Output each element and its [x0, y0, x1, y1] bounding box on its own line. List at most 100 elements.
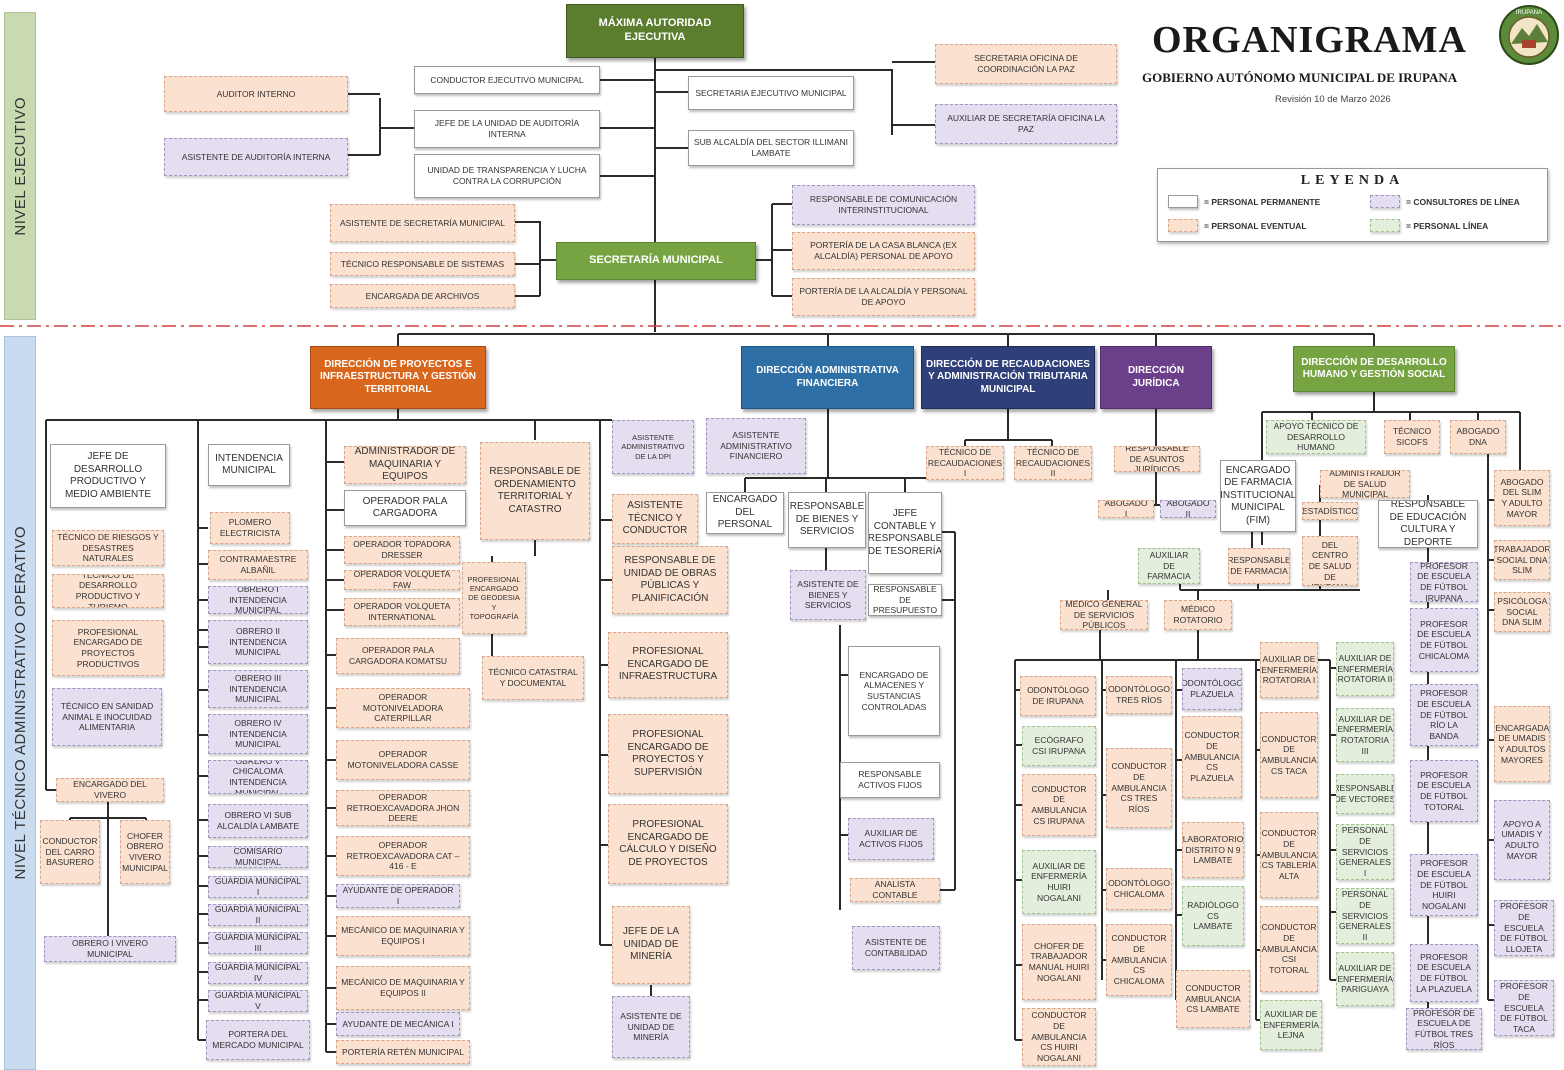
- node-guardia-2: GUARDIA MUNICIPAL II: [208, 904, 308, 926]
- node-tecnico-recaudaciones-1: TÉCNICO DE RECAUDACIONES I: [926, 446, 1004, 480]
- level-label-executive: NIVEL EJECUTIVO: [11, 96, 29, 236]
- node-conductor-amb-huiri: CONDUCTOR DE AMBULANCIA CS HUIRI NOGALAN…: [1022, 1008, 1096, 1066]
- node-op-moto-case: OPERADOR MOTONIVELADORA CASSE: [336, 740, 470, 780]
- node-op-volqueta-int: OPERADOR VOLQUETA INTERNATIONAL: [344, 598, 460, 626]
- node-aux-enf-rot-3: AUXILIAR DE ENFERMERÍA ROTATORIA III: [1336, 708, 1394, 762]
- node-prof-futbol-plazuela: PROFESOR DE ESCUELA DE FÚTBOL LA PLAZUEL…: [1410, 944, 1478, 1002]
- node-maxima-autoridad: MÁXIMA AUTORIDAD EJECUTIVA: [566, 4, 744, 58]
- node-medico-rotatorio: MÉDICO ROTATORIO: [1164, 600, 1232, 630]
- node-odontologo-tres-rios: ODONTÓLOGO TRES RÍOS: [1106, 676, 1172, 714]
- node-prof-futbol-chicaloma: PROFESOR DE ESCUELA DE FÚTBOL CHICALOMA: [1410, 608, 1478, 672]
- legend: LEYENDA = PERSONAL PERMANENTE = CONSULTO…: [1157, 168, 1548, 242]
- node-odontologo-irupana: ODONTÓLOGO DE IRUPANA: [1020, 676, 1096, 716]
- node-secretaria-oficina-paz: SECRETARIA OFICINA DE COORDINACIÓN LA PA…: [935, 44, 1117, 84]
- node-obrero-1: OBRERO I INTENDENCIA MUNICIPAL: [208, 586, 308, 614]
- node-guardia-4: GUARDIA MUNICIPAL IV: [208, 962, 308, 984]
- node-admin-maquinaria: ADMINISTRADOR DE MAQUINARIA Y EQUIPOS: [344, 446, 466, 484]
- node-aux-enf-rot-2: AUXILIAR DE ENFERMERÍA ROTATORIA II: [1336, 642, 1394, 696]
- node-resp-comunicacion: RESPONSABLE DE COMUNICACIÓN INTERINSTITU…: [792, 185, 975, 225]
- node-obrero-2: OBRERO II INTENDENCIA MUNICIPAL: [208, 620, 308, 664]
- node-prof-proyectos-productivos: PROFESIONAL ENCARGADO DE PROYECTOS PRODU…: [52, 620, 164, 676]
- node-jefe-desarrollo-productivo: JEFE DE DESARROLLO PRODUCTIVO Y MEDIO AM…: [50, 444, 166, 508]
- node-aux-enf-lejna: AUXILIAR DE ENFERMERÍA LEJNA: [1260, 1000, 1322, 1050]
- node-aux-enf-rot-1: AUXILIAR DE ENFERMERÍA ROTATORIA I: [1260, 642, 1318, 698]
- node-dir-proyectos: DIRECCIÓN DE PROYECTOS E INFRAESTRUCTURA…: [310, 346, 486, 409]
- legend-item-permanent: = PERSONAL PERMANENTE: [1168, 195, 1320, 208]
- node-apoyo-tecnico-dh: APOYO TÉCNICO DE DESARROLLO HUMANO: [1266, 420, 1366, 454]
- level-bar-operative: NIVEL TÉCNICO ADMINISTRATIVO OPERATIVO: [4, 336, 36, 1070]
- node-resp-presupuesto: RESPONSABLE DE PRESUPUESTO: [868, 584, 942, 616]
- node-intendencia: INTENDENCIA MUNICIPAL: [208, 444, 290, 486]
- node-transparencia: UNIDAD DE TRANSPARENCIA Y LUCHA CONTRA L…: [414, 154, 600, 198]
- node-obrero-vivero: OBRERO I VIVERO MUNICIPAL: [44, 936, 176, 962]
- node-conductor-amb-taca: CONDUCTOR DE AMBULANCIA CS TACA: [1260, 712, 1318, 798]
- node-tecnico-riesgos: TÉCNICO DE RIESGOS Y DESASTRES NATURALES: [52, 530, 164, 566]
- node-op-pala-komatsu: OPERADOR PALA CARGADORA KOMATSU: [336, 638, 460, 674]
- node-cajera-salud: CAJERA DEL CENTRO DE SALUD DE IRUPANA: [1302, 536, 1358, 586]
- node-op-topadora: OPERADOR TOPADORA DRESSER: [344, 536, 460, 564]
- node-dir-juridica: DIRECCIÓN JURÍDICA: [1100, 346, 1212, 409]
- node-encargado-vivero: ENCARGADO DEL VIVERO: [56, 778, 164, 802]
- node-encargado-personal: ENCARGADO DEL PERSONAL: [706, 492, 784, 534]
- node-comisario: COMISARIO MUNICIPAL: [208, 846, 308, 868]
- node-prof-futbol-huiri: PROFESOR DE ESCUELA DE FÚTBOL HUIRI NOGA…: [1410, 854, 1478, 916]
- level-bar-executive: NIVEL EJECUTIVO: [4, 12, 36, 320]
- node-tecnico-sanidad: TÉCNICO EN SANIDAD ANIMAL E INOCUIDAD AL…: [52, 688, 162, 746]
- node-aux-enf-huiri: AUXILIAR DE ENFERMERÍA HUIRI NOGALANI: [1022, 850, 1096, 914]
- node-dir-recaudaciones: DIRECCIÓN DE RECAUDACIONES Y ADMINISTRAC…: [921, 346, 1095, 409]
- node-trabajador-social: TRABAJADOR SOCIAL DNA SLIM: [1494, 540, 1550, 580]
- node-porteria-alcaldia: PORTERÍA DE LA ALCALDÍA Y PERSONAL DE AP…: [792, 278, 975, 316]
- node-dir-administrativa: DIRECCIÓN ADMINISTRATIVA FINANCIERA: [741, 346, 914, 409]
- node-tecnico-catastral: TÉCNICO CATASTRAL Y DOCUMENTAL: [482, 656, 584, 700]
- node-medico-general: MÉDICO GENERAL DE SERVICIOS PÚBLICOS: [1060, 600, 1148, 630]
- node-auxiliar-activos: AUXILIAR DE ACTIVOS FIJOS: [848, 818, 934, 860]
- node-tecnico-desarrollo-productivo: TÉCNICO DE DESARROLLO PRODUCTIVO Y TURIS…: [52, 574, 164, 608]
- node-jefe-mineria: JEFE DE LA UNIDAD DE MINERÍA: [612, 906, 690, 984]
- node-subalcaldia-illimani: SUB ALCALDÍA DEL SECTOR ILLIMANI LAMBATE: [688, 130, 854, 166]
- municipal-seal-icon: IRUPANA: [1499, 5, 1559, 65]
- node-conductor-amb-plazuela: CONDUCTOR DE AMBULANCIA CS PLAZUELA: [1182, 716, 1242, 798]
- node-guardia-3: GUARDIA MUNICIPAL III: [208, 932, 308, 954]
- node-porteria-casa-blanca: PORTERÍA DE LA CASA BLANCA (EX ALCALDÍA)…: [792, 232, 975, 270]
- node-asistente-auditoria: ASISTENTE DE AUDITORÍA INTERNA: [164, 138, 348, 176]
- node-obrero-4: OBRERO IV INTENDENCIA MUNICIPAL: [208, 714, 308, 754]
- svg-text:IRUPANA: IRUPANA: [1516, 10, 1542, 16]
- node-prof-supervision: PROFESIONAL ENCARGADO DE PROYECTOS Y SUP…: [608, 714, 728, 794]
- node-prof-futbol-llojeta: PROFESOR DE ESCUELA DE FÚTBOL LLOJETA: [1494, 900, 1554, 956]
- node-secretaria-municipal: SECRETARÍA MUNICIPAL: [556, 242, 756, 280]
- node-op-retro-cat: OPERADOR RETROEXCAVADORA CAT – 416 - E: [336, 836, 470, 876]
- node-op-volqueta-faw: OPERADOR VOLQUETA FAW: [344, 570, 460, 590]
- level-label-operative: NIVEL TÉCNICO ADMINISTRATIVO OPERATIVO: [11, 526, 29, 880]
- node-resp-asuntos-juridicos: RESPONSABLE DE ASUNTOS JURÍDICOS: [1114, 446, 1200, 472]
- node-conductor-amb-totoral: CONDUCTOR DE AMBULANCIA CSI TOTORAL: [1260, 906, 1318, 992]
- legend-item-eventual: = PERSONAL EVENTUAL: [1168, 219, 1307, 232]
- node-conductor-amb-chicaloma: CONDUCTOR DE AMBULANCIA CS CHICALOMA: [1106, 924, 1172, 996]
- node-asistente-secretaria: ASISTENTE DE SECRETARÍA MUNICIPAL: [330, 204, 515, 242]
- node-conductor-basurero: CONDUCTOR DEL CARRO BASURERO: [40, 820, 100, 884]
- node-portera-mercado: PORTERA DEL MERCADO MUNICIPAL: [206, 1020, 310, 1060]
- node-encargada-umadis: ENCARGADA DE UMADIS Y ADULTOS MAYORES: [1494, 706, 1550, 782]
- node-analista-contable: ANALISTA CONTABLE: [850, 878, 940, 902]
- node-op-pala: OPERADOR PALA CARGADORA: [344, 490, 466, 526]
- node-obrero-5: OBRERO V CHICALOMA INTENDENCIA MUNICIPAL: [208, 760, 308, 794]
- node-prof-geodesia: PROFESIONAL ENCARGADO DE GEODESIA Y TOPO…: [462, 562, 526, 634]
- node-servicios-generales-2: PERSONAL DE SERVICIOS GENERALES II: [1336, 888, 1394, 944]
- legend-title: LEYENDA: [1300, 173, 1405, 188]
- node-resp-bienes: RESPONSABLE DE BIENES Y SERVICIOS: [788, 492, 866, 548]
- node-auxiliar-farmacia: AUXILIAR DE FARMACIA: [1138, 548, 1200, 584]
- node-dir-desarrollo: DIRECCIÓN DE DESARROLLO HUMANO Y GESTIÓN…: [1293, 346, 1455, 392]
- node-servicios-generales-1: PERSONAL DE SERVICIOS GENERALES I: [1336, 824, 1394, 880]
- chart-title: ORGANIGRAMA: [1152, 19, 1467, 61]
- node-auditor-interno: AUDITOR INTERNO: [164, 76, 348, 112]
- node-abogado-dna: ABOGADO DNA: [1450, 420, 1506, 454]
- node-asistente-bienes: ASISTENTE DE BIENES Y SERVICIOS: [790, 570, 866, 620]
- node-guardia-1: GUARDIA MUNICIPAL I: [208, 876, 308, 898]
- node-prof-futbol-taca: PROFESOR DE ESCUELA DE FÚTBOL TACA: [1494, 980, 1554, 1036]
- node-responsable-farmacia: RESPONSABLE DE FARMACIA: [1228, 548, 1290, 584]
- node-asistente-mineria: ASISTENTE DE UNIDAD DE MINERÍA: [612, 996, 690, 1058]
- node-conductor-amb-tableria: CONDUCTOR DE AMBULANCIA CS TABLERÍA ALTA: [1260, 812, 1318, 898]
- node-aux-enf-pariguaya: AUXILIAR DE ENFERMERÍA PARIGUAYA: [1336, 952, 1394, 1006]
- node-estadistico: ESTADÍSTICO: [1302, 502, 1358, 520]
- node-abogado-1: ABOGADO I: [1098, 500, 1154, 518]
- node-conductor-amb-tres-rios: CONDUCTOR DE AMBULANCIA CS TRES RÍOS: [1106, 748, 1172, 828]
